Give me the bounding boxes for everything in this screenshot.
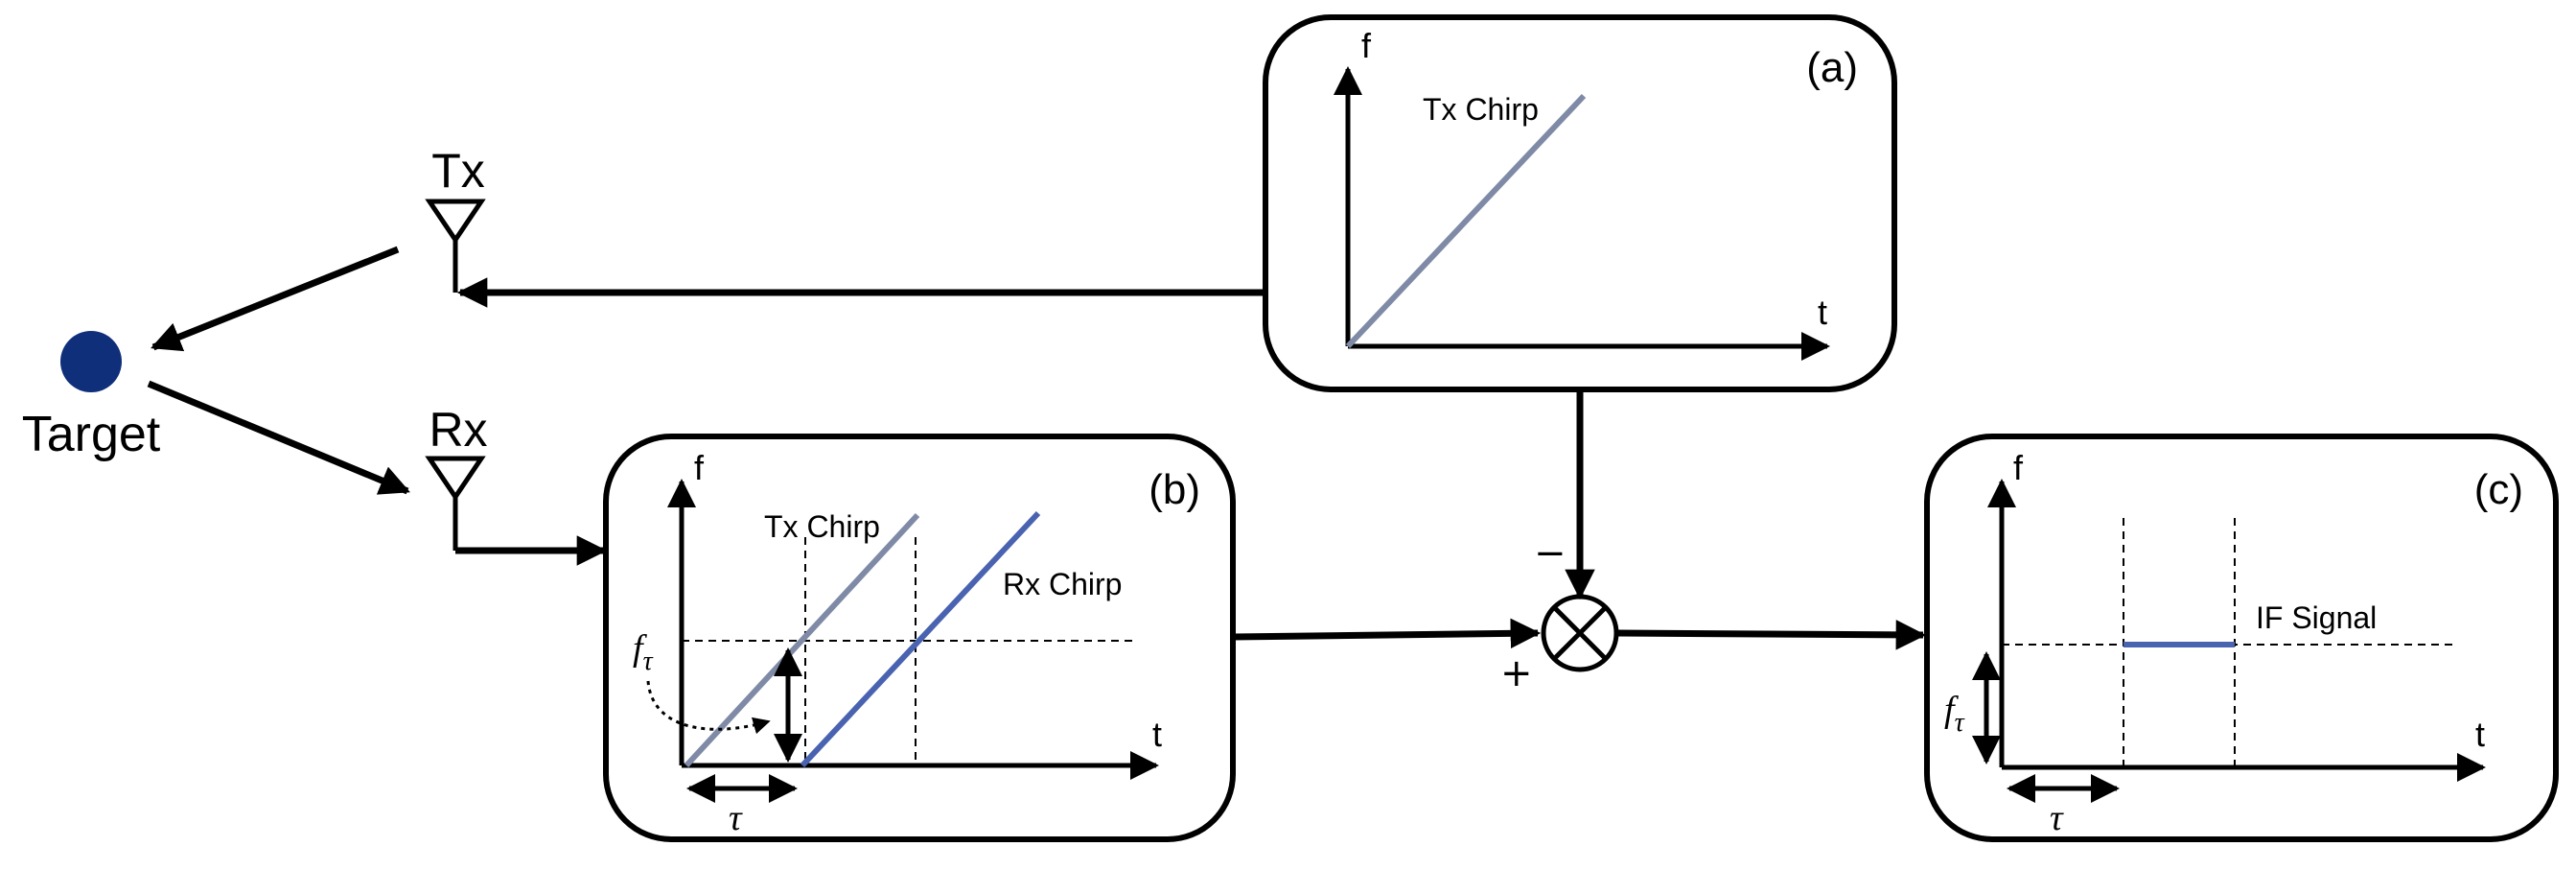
panel-b-delay-symbol: τ [729,798,743,838]
panel-a-tx-chirp [1345,93,1587,349]
panel-c-if-label: IF Signal [2256,600,2377,635]
panel-b-x-label: t [1152,715,1162,754]
mixer-plus-sign: + [1500,651,1533,695]
panel-c-delay-symbol: τ [2050,798,2064,838]
target-label: Target [22,407,161,462]
panel-b-rx-label: Rx Chirp [1003,567,1122,601]
mixer-minus-sign: − [1534,531,1566,576]
panel-b-tx-label: Tx Chirp [764,509,880,544]
panel-a-chirp-label: Tx Chirp [1423,92,1539,127]
rx-to-mixer-arrow [1232,618,1542,649]
panel-b-tx-chirp [684,512,920,768]
tx-to-target-arrow [151,246,400,352]
rx-antenna-icon [425,456,486,551]
panel-c-y-label: f [2013,448,2024,487]
target-dot [60,331,122,392]
panel-a-y-label: f [1361,26,1372,65]
mixer-to-if-arrow [1615,620,1927,650]
tx-antenna-icon [425,199,486,293]
panel-b-y-label: f [694,448,705,487]
target-to-rx-arrow [147,380,410,495]
panel-b-rx-chirp [800,510,1041,768]
panel-c-tag: (c) [2474,466,2523,513]
panel-a-tag: (a) [1806,44,1858,91]
mixer-icon [1541,594,1619,672]
rx-antenna-label: Rx [429,403,487,457]
panel-b-tag: (b) [1149,466,1200,513]
panel-a-x-label: t [1818,293,1827,332]
panel-c-x-label: t [2475,715,2485,754]
tx-antenna-label: Tx [431,144,485,198]
panel-b-freq-pointer [646,680,771,735]
panel-c [1924,434,2559,842]
